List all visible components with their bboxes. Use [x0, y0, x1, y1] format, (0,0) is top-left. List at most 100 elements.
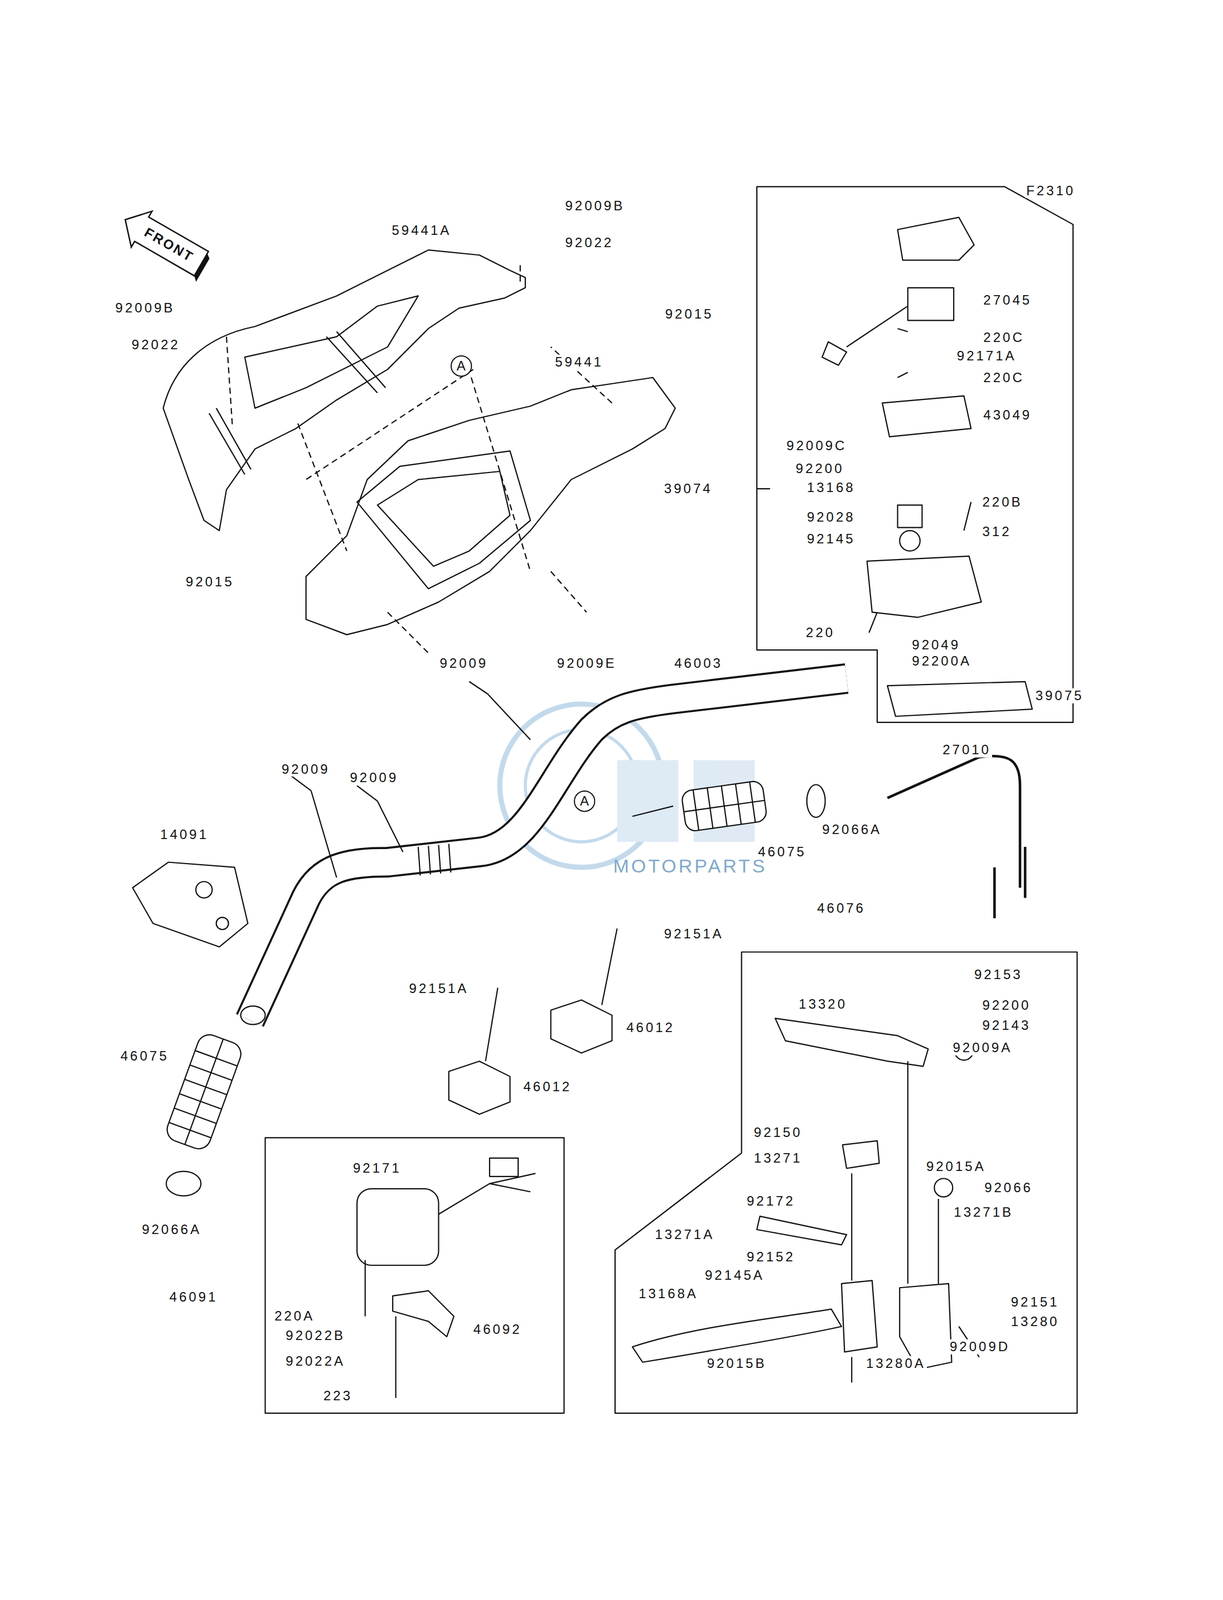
callout-number: 92009D	[948, 1338, 1012, 1354]
leader-line	[226, 265, 612, 654]
hole	[195, 881, 212, 898]
wire	[822, 306, 908, 366]
callout-number: 92022A	[284, 1353, 347, 1368]
spring	[899, 530, 921, 551]
callout-number: 92200A	[910, 653, 973, 669]
callout-number: 92015	[664, 306, 715, 322]
callout-number: 59441	[553, 354, 605, 370]
callout-number: 92172	[745, 1193, 797, 1208]
end-cap	[166, 1171, 201, 1196]
callout-number: 92151	[1009, 1294, 1061, 1309]
leader-line	[311, 693, 531, 878]
switch-housing	[356, 1188, 439, 1265]
cover-lower	[306, 377, 676, 635]
callout-number: 46092	[472, 1321, 524, 1337]
handlebar	[249, 678, 847, 1021]
callout-number: 312	[981, 524, 1013, 539]
clamp	[448, 1060, 511, 1114]
callout-number: 220	[804, 625, 836, 640]
hole	[216, 916, 229, 930]
callout-number: 13280A	[864, 1355, 927, 1370]
callout-number: 46076	[815, 900, 867, 916]
callout-number: 46091	[168, 1288, 220, 1304]
cover-detail	[356, 450, 531, 589]
lever	[392, 1290, 454, 1337]
reference-letter: A	[579, 793, 589, 809]
callout-number: 92171	[351, 1160, 403, 1176]
callout-number: 92022	[563, 235, 615, 250]
clamp	[550, 999, 613, 1053]
callout-number: 92015B	[706, 1355, 768, 1370]
connector	[489, 1157, 519, 1177]
leader-line	[756, 328, 971, 633]
callout-number: 46003	[673, 655, 724, 671]
callout-number: 92066A	[140, 1221, 203, 1237]
leader-line	[632, 805, 674, 816]
callout-number: 223	[322, 1388, 354, 1403]
callout-number: 13320	[797, 996, 849, 1012]
callout-number: 13168	[805, 480, 857, 495]
callout-number: 92015A	[925, 1158, 988, 1173]
callout-number: 46012	[521, 1079, 573, 1094]
callout-number: 92150	[752, 1124, 804, 1140]
handlebar-inner	[249, 678, 847, 1021]
grip	[163, 1031, 245, 1153]
callout-number: 92153	[973, 967, 1024, 982]
callout-number: 92171A	[955, 348, 1018, 364]
reference-circle: A	[573, 790, 596, 812]
callout-number: 14091	[158, 827, 210, 842]
callout-number: 92049	[910, 637, 962, 652]
callout-number: 92009	[349, 770, 400, 785]
callout-number: 92009E	[556, 655, 618, 671]
cover-detail	[209, 295, 419, 475]
watermark-text: MOTORPARTS	[611, 855, 768, 877]
callout-number: 92152	[745, 1249, 797, 1264]
callout-number: 92009C	[785, 438, 848, 453]
callout-number: 220C	[982, 370, 1026, 385]
callout-number: 92066	[983, 1180, 1034, 1195]
callout-number: 46012	[625, 1020, 676, 1035]
callout-number: 220B	[981, 494, 1024, 510]
callout-number: 92145	[805, 531, 857, 546]
callout-number: 92009B	[114, 300, 177, 316]
callout-number: 220C	[982, 330, 1026, 345]
callout-number: 92200	[981, 997, 1033, 1012]
reservoir-cap	[934, 1178, 953, 1197]
callout-number: 13168A	[637, 1286, 700, 1301]
callout-number: 27045	[982, 292, 1033, 308]
callout-number: 92009B	[563, 198, 626, 214]
callout-number: 92009	[438, 655, 490, 671]
callout-number: 46075	[119, 1048, 171, 1063]
knurl	[418, 843, 452, 876]
lever	[775, 1017, 928, 1066]
lever	[887, 681, 1033, 717]
callout-number: 13280	[1009, 1313, 1061, 1328]
callout-number: 13271B	[952, 1204, 1015, 1220]
callout-number: 13271A	[653, 1226, 716, 1242]
cable	[887, 755, 1026, 918]
collar	[897, 504, 923, 528]
switch-cover	[132, 862, 249, 947]
lever	[632, 1308, 842, 1362]
group-frame	[265, 1137, 565, 1413]
group-frame	[615, 951, 1078, 1413]
callout-number: 39075	[1034, 688, 1086, 703]
callout-number: 92015	[184, 573, 236, 589]
throttle-cover	[897, 217, 975, 261]
front-arrow: FRONT	[118, 207, 209, 276]
callout-number: 27010	[941, 742, 993, 757]
callout-number: 92200	[794, 460, 846, 476]
callout-number: 92151A	[663, 925, 725, 941]
callout-number: F2310	[1025, 183, 1077, 198]
group-frame	[756, 186, 1073, 723]
callout-number: 92066A	[820, 822, 883, 837]
leader-line	[365, 1259, 396, 1398]
throttle-switch	[907, 287, 954, 321]
callout-number: 59441A	[390, 223, 453, 238]
callout-number: 92151A	[408, 980, 471, 996]
callout-number: 92022B	[284, 1327, 347, 1343]
end-cap	[806, 784, 826, 818]
callout-number: 92009A	[951, 1040, 1014, 1055]
leader-line	[851, 1060, 980, 1382]
clutch-body	[841, 1279, 878, 1352]
